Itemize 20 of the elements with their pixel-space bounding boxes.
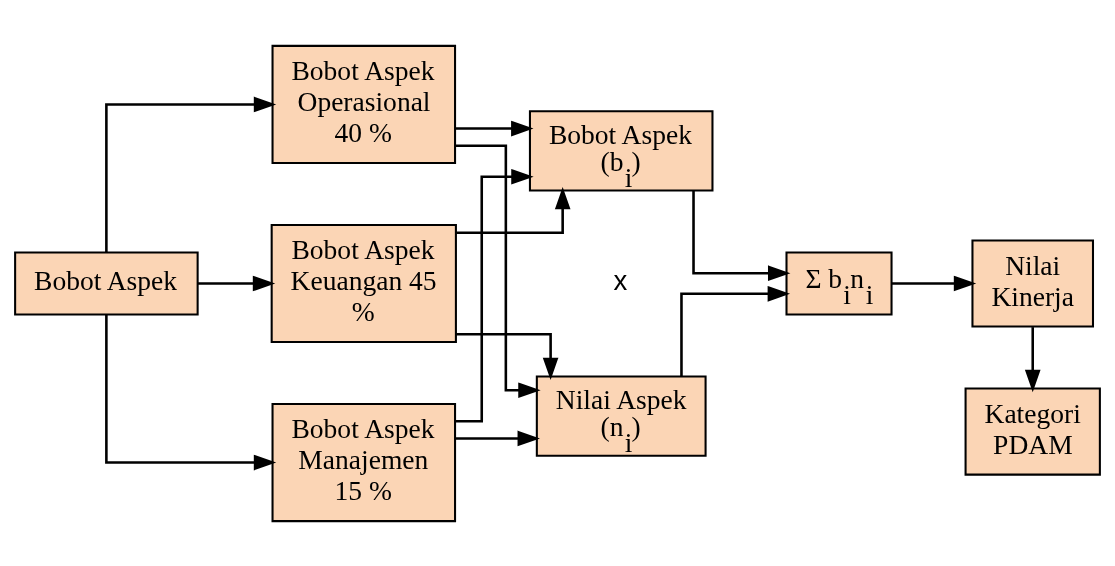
- arrow: [105, 314, 277, 470]
- arrow: [455, 168, 534, 423]
- arrow: [1024, 326, 1041, 392]
- arrow: [455, 143, 541, 398]
- arrow: [680, 285, 791, 376]
- node-box: Bobot Aspek Keuangan 45 %: [270, 223, 457, 343]
- arrow: [692, 190, 791, 281]
- node-box: Kategori PDAM: [964, 387, 1101, 476]
- label: x: [613, 264, 628, 296]
- arrow: [456, 332, 559, 380]
- node-box: Bobot Aspek: [14, 250, 199, 316]
- arrow: [455, 430, 540, 446]
- arrow: [891, 275, 977, 291]
- node-box: Nilai Kinerja: [971, 238, 1095, 328]
- arrow: [456, 186, 571, 234]
- arrow: [105, 96, 277, 252]
- node-box: Bobot Aspek Operasional 40 %: [271, 44, 457, 164]
- arrow: [197, 275, 276, 291]
- arrow: [455, 120, 534, 136]
- node-box: Bobot Aspek Manajemen 15 %: [271, 402, 457, 522]
